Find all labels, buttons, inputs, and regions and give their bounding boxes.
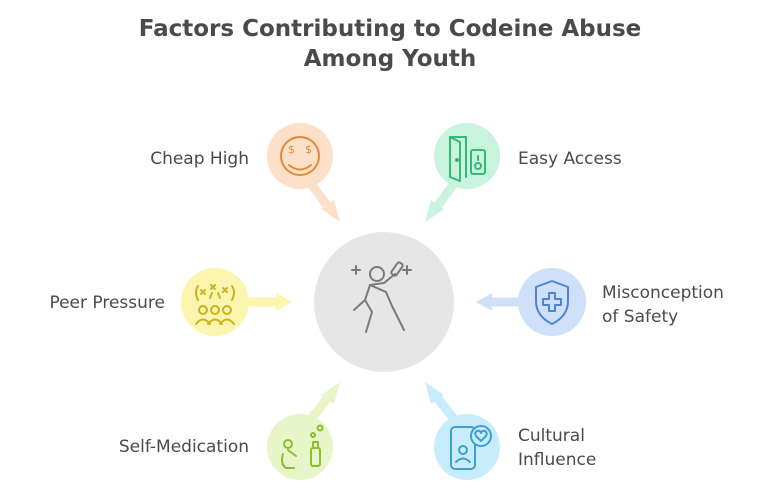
label-misconception-line-2: of Safety xyxy=(602,307,679,327)
diagram-title: Factors Contributing to Codeine Abuse Am… xyxy=(0,14,780,74)
shield-cross-icon xyxy=(535,280,569,325)
arrow-peer-pressure xyxy=(248,293,292,311)
label-cultural-line-1: Cultural xyxy=(518,426,585,446)
person-drinking-icon xyxy=(351,261,412,333)
label-self-medication-line-1: Self-Medication xyxy=(118,437,249,457)
title-line-1: Factors Contributing to Codeine Abuse xyxy=(138,16,642,42)
label-cheap-high: Cheap High xyxy=(150,147,249,171)
center-node xyxy=(314,232,454,372)
svg-text:$: $ xyxy=(305,143,312,156)
group-people-icon xyxy=(195,284,235,325)
label-misconception-of-safety: Misconception of Safety xyxy=(602,281,724,329)
person-bottle-icon xyxy=(281,424,324,469)
label-peer-pressure-line-1: Peer Pressure xyxy=(49,293,165,313)
door-key-icon xyxy=(449,136,486,182)
title-line-2: Among Youth xyxy=(303,46,477,72)
node-cheap-high: $ $ xyxy=(267,123,333,189)
node-peer-pressure xyxy=(181,268,249,336)
label-misconception-line-1: Misconception xyxy=(602,283,724,303)
node-misconception-of-safety xyxy=(518,268,586,336)
label-cheap-high-line-1: Cheap High xyxy=(150,149,249,169)
label-easy-access-line-1: Easy Access xyxy=(518,149,622,169)
phone-heart-icon xyxy=(450,425,492,470)
node-easy-access xyxy=(434,123,500,189)
label-cultural-line-2: Influence xyxy=(518,450,597,470)
arrow-misconception-of-safety xyxy=(476,293,520,311)
node-cultural-influence xyxy=(434,414,500,480)
svg-text:$: $ xyxy=(288,143,295,156)
smiley-dollar-eyes-icon: $ $ xyxy=(280,136,320,176)
arrow-self-medication xyxy=(308,382,340,421)
arrow-cheap-high xyxy=(308,182,340,222)
label-easy-access: Easy Access xyxy=(518,147,622,171)
label-self-medication: Self-Medication xyxy=(119,435,249,459)
node-self-medication xyxy=(267,414,333,480)
arrow-cultural-influence xyxy=(425,382,457,421)
arrow-easy-access xyxy=(425,182,457,222)
label-cultural-influence: Cultural Influence xyxy=(518,424,596,472)
label-peer-pressure: Peer Pressure xyxy=(49,291,165,315)
arrows xyxy=(248,182,520,421)
